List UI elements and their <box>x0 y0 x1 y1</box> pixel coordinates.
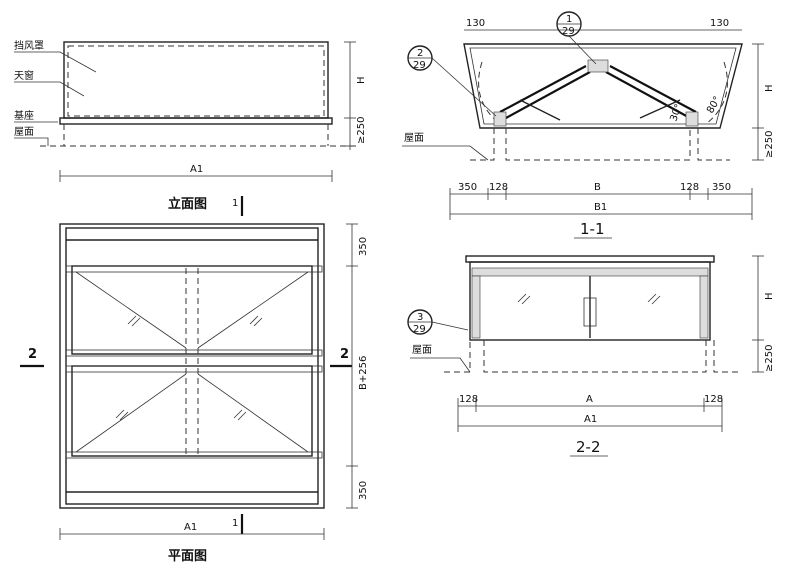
roof-label: 屋面 <box>14 126 34 138</box>
s11-dim-base: ≥250 <box>764 131 775 158</box>
roof-leader <box>14 137 49 146</box>
s11-dim-H: H <box>764 84 775 92</box>
s11-hood-outline <box>463 43 743 129</box>
s11-dim-B: B <box>594 182 601 193</box>
s22-dim-base: ≥250 <box>764 345 775 372</box>
s22-dim-128-right: 128 <box>704 394 723 405</box>
s11-dim-350-left: 350 <box>458 182 477 193</box>
s11-dim-130-left: 130 <box>466 18 485 29</box>
callout-2-sheet: 29 <box>413 60 426 71</box>
s22-frame <box>469 261 711 341</box>
section-2-right-label: 2 <box>340 347 349 362</box>
s22-roof-label: 屋面 <box>412 344 432 356</box>
hood-leader <box>14 51 97 73</box>
base-label: 基座 <box>14 109 34 122</box>
elev-dim-A1: A1 <box>190 164 203 175</box>
s22-top-beam <box>471 267 709 277</box>
callout-2-num: 2 <box>417 48 423 59</box>
elevation-view: 挡风罩 天窗 基座 屋面 H ≥250 A1 立面图 <box>14 39 367 212</box>
section-2-2-title: 2-2 <box>576 438 601 456</box>
elev-dim-base: ≥250 <box>356 117 367 144</box>
section-1-top-label: 1 <box>232 198 238 209</box>
s22-dim-H: H <box>764 292 775 300</box>
plan-dim-top: 350 <box>358 237 369 256</box>
s11-dim-130-right: 130 <box>710 18 729 29</box>
elevation-title: 立面图 <box>168 196 207 212</box>
skylight-label: 天窗 <box>14 69 34 82</box>
section-1-1-title: 1-1 <box>580 220 605 238</box>
base-flange <box>59 117 333 125</box>
skylight-dashed <box>67 45 325 117</box>
s11-dim-B1: B1 <box>594 202 607 213</box>
s22-dim-A1: A1 <box>584 414 597 425</box>
s22-dim-128-left: 128 <box>459 394 478 405</box>
s11-dim-128-right: 128 <box>680 182 699 193</box>
plan-sash-top <box>71 265 313 355</box>
plan-view: 1 1 2 2 350 B+256 350 A1 平面图 <box>20 196 369 564</box>
plan-sash-bottom <box>71 365 313 457</box>
plan-outer <box>59 223 325 509</box>
plan-dim-middle: B+256 <box>358 356 369 390</box>
section-2-2-view: 3 29 屋面 H ≥250 128 A 128 A1 2-2 <box>407 255 775 457</box>
hood-label: 挡风罩 <box>14 39 44 52</box>
s11-dim-128-left: 128 <box>489 182 508 193</box>
s11-angle-30: 30° <box>668 103 684 123</box>
wind-hood-outline <box>63 41 329 119</box>
s11-sash-right <box>609 65 697 113</box>
callout-3-num: 3 <box>417 312 423 323</box>
plan-title: 平面图 <box>168 549 207 564</box>
elev-dim-H: H <box>356 76 367 84</box>
section-2-left-label: 2 <box>28 347 37 362</box>
plan-dim-A1: A1 <box>184 522 197 533</box>
s11-sash-left <box>499 65 587 113</box>
callout-1-num: 1 <box>566 14 572 25</box>
section-1-1-view: 1 29 2 29 130 130 30° 80° 屋面 H ≥250 350 <box>402 11 775 239</box>
s22-dim-A: A <box>586 394 593 405</box>
s11-dim-350-right: 350 <box>712 182 731 193</box>
section-1-bottom-label: 1 <box>232 518 238 529</box>
skylight-leader <box>14 81 85 97</box>
s11-roof-label: 屋面 <box>404 132 424 144</box>
callout-3-sheet: 29 <box>413 324 426 335</box>
callout-1-sheet: 29 <box>562 26 575 37</box>
plan-dim-bottom: 350 <box>358 481 369 500</box>
